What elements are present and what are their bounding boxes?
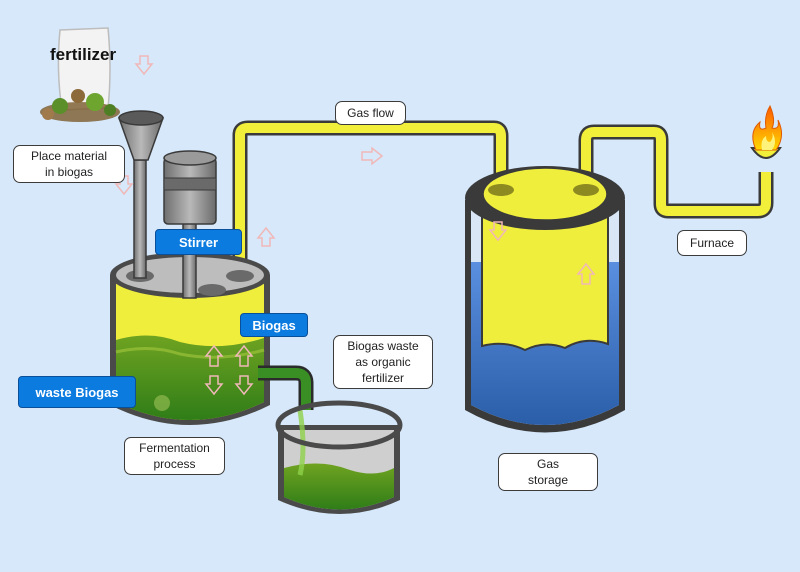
down-arrow-icon — [234, 375, 254, 396]
waste-pot — [275, 400, 403, 514]
up-arrow-icon — [256, 226, 276, 247]
biogas-label: Biogas — [240, 313, 308, 337]
fertilizer-bag — [40, 27, 120, 122]
flame-icon — [752, 104, 782, 151]
gas-flow-label: Gas flow — [335, 101, 406, 125]
up-arrow-icon — [204, 344, 224, 367]
down-arrow-icon — [488, 221, 508, 242]
gas-storage-label: Gas storage — [498, 453, 598, 491]
outlet-pipe — [258, 365, 314, 410]
furnace-label: Furnace — [677, 230, 747, 256]
fertilizer-title: fertilizer — [50, 45, 117, 64]
fermentation-label: Fermentation process — [124, 437, 225, 475]
gas-storage-tank — [465, 166, 625, 433]
gas-pipe — [232, 120, 509, 275]
biogas-waste-label: Biogas waste as organic fertilizer — [333, 335, 433, 389]
up-arrow-icon — [234, 344, 254, 367]
down-arrow-icon — [114, 175, 134, 196]
input-funnel — [117, 110, 165, 279]
up-arrow-icon — [576, 262, 596, 285]
right-arrow-icon — [361, 146, 384, 166]
furnace-pipe — [578, 124, 774, 219]
place-material-label: Place material in biogas — [13, 145, 125, 183]
down-arrow-icon — [204, 375, 224, 396]
waste-biogas-label: waste Biogas — [18, 376, 136, 408]
down-arrow-icon — [134, 55, 154, 76]
stirrer-label: Stirrer — [155, 229, 242, 255]
